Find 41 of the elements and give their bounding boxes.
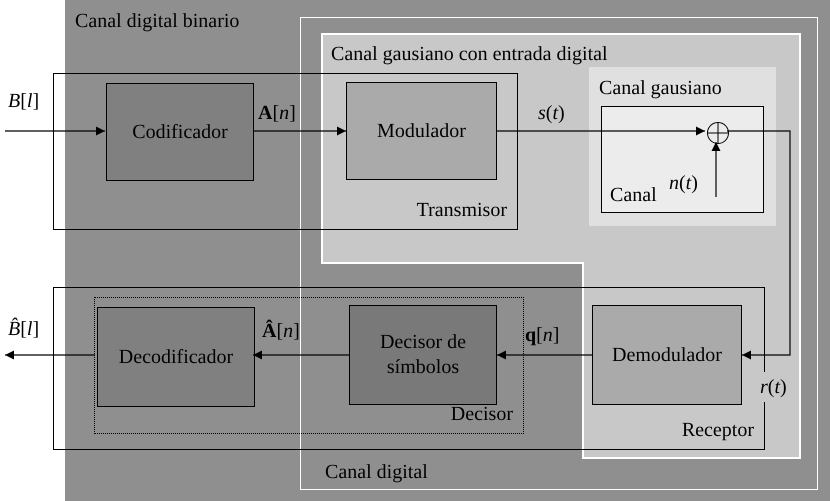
node-label: Canal digital bbox=[325, 460, 428, 485]
process-box bbox=[349, 305, 497, 405]
process-box bbox=[106, 83, 254, 181]
edge-label: n(t) bbox=[669, 171, 698, 196]
node-label: Canal bbox=[610, 183, 657, 208]
node-label: Codificador bbox=[131, 120, 229, 144]
process-box bbox=[346, 82, 497, 180]
arrow bbox=[712, 142, 720, 197]
node-label: Canal gausiano bbox=[599, 76, 722, 101]
process-box bbox=[97, 307, 255, 407]
arrow bbox=[497, 126, 705, 136]
node-label: Decodificador bbox=[118, 344, 234, 370]
arrow bbox=[727, 130, 791, 360]
arrow bbox=[497, 350, 592, 360]
channel-box bbox=[589, 67, 776, 226]
arrow bbox=[253, 126, 346, 136]
channel-outline bbox=[300, 17, 818, 490]
arrow bbox=[5, 350, 95, 360]
transmitter-box bbox=[53, 73, 518, 230]
edge-label: B̂[l] bbox=[8, 316, 40, 342]
channel-region bbox=[321, 33, 801, 459]
edge-label: B[l] bbox=[8, 89, 40, 114]
arrow bbox=[253, 350, 349, 360]
node-label: Canal gausiano con entrada digital bbox=[331, 42, 608, 67]
edge-label: Â[n] bbox=[262, 318, 300, 344]
node-label: Transmisor bbox=[416, 198, 507, 223]
edge-label: q[n] bbox=[525, 323, 560, 348]
decider-box bbox=[94, 297, 524, 434]
node-label: Decisor bbox=[450, 402, 513, 427]
channel-box bbox=[601, 106, 764, 213]
node-label: Canal digital binario bbox=[75, 9, 240, 34]
node-label: Demodulador bbox=[611, 342, 723, 368]
node-label: Receptor bbox=[682, 418, 754, 443]
edge-label: s(t) bbox=[538, 101, 565, 126]
process-box bbox=[592, 305, 742, 405]
node-label: Modulador bbox=[376, 118, 467, 144]
edge-label: A[n] bbox=[258, 101, 296, 126]
summing-junction bbox=[707, 122, 729, 144]
edge-label: r(t) bbox=[760, 372, 787, 402]
arrow bbox=[5, 126, 105, 136]
node-label: Decisor de símbolos bbox=[378, 330, 468, 380]
